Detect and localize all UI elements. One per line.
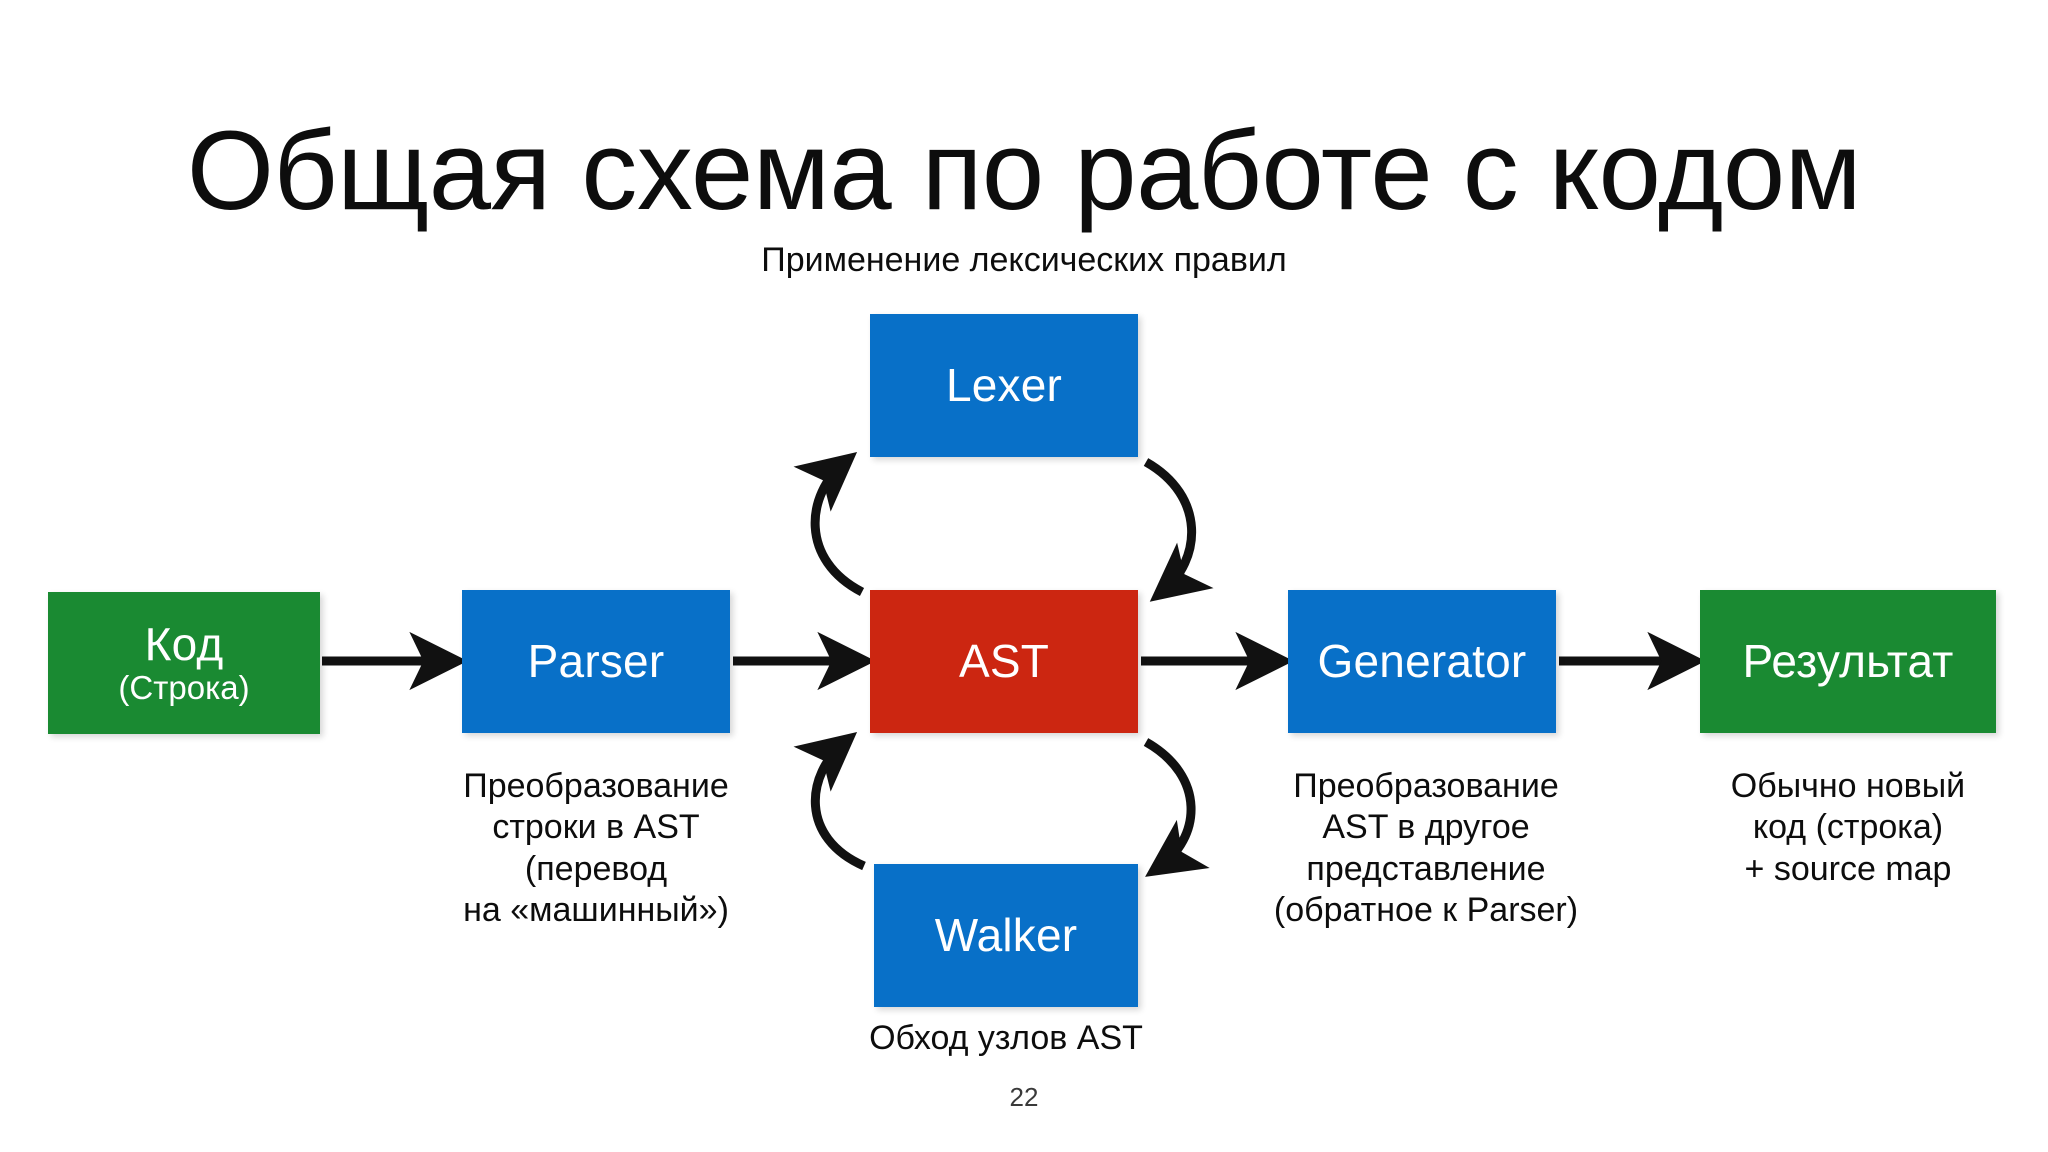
node-parser[interactable]: Parser: [462, 590, 730, 733]
arrow-ast-to-walker: [1143, 738, 1210, 877]
node-lexer-label: Lexer: [945, 359, 1063, 412]
arrow-lexer-to-ast: [1143, 458, 1214, 602]
page-title: Общая схема по работе с кодом: [186, 108, 1862, 234]
caption-walker: Обход узлов AST: [869, 1019, 1143, 1057]
node-lexer[interactable]: Lexer: [870, 314, 1138, 457]
arrow-walker-to-ast: [793, 732, 866, 871]
node-generator[interactable]: Generator: [1288, 590, 1556, 733]
node-parser-label: Parser: [527, 635, 665, 688]
node-code[interactable]: Код (Строка): [48, 592, 320, 734]
node-walker[interactable]: Walker: [874, 864, 1138, 1007]
page-number: 22: [1009, 1082, 1039, 1112]
arrow-ast-to-lexer: [793, 452, 865, 596]
node-code-label: Код: [144, 617, 224, 670]
caption-lexical-rules: Применение лексических правил: [761, 241, 1287, 279]
node-walker-label: Walker: [934, 909, 1078, 962]
node-generator-label: Generator: [1317, 635, 1527, 688]
node-ast[interactable]: AST: [870, 590, 1138, 733]
node-code-sublabel: (Строка): [118, 669, 250, 706]
node-result-label: Результат: [1742, 635, 1954, 688]
node-result[interactable]: Результат: [1700, 590, 1996, 733]
node-ast-label: AST: [958, 635, 1050, 688]
